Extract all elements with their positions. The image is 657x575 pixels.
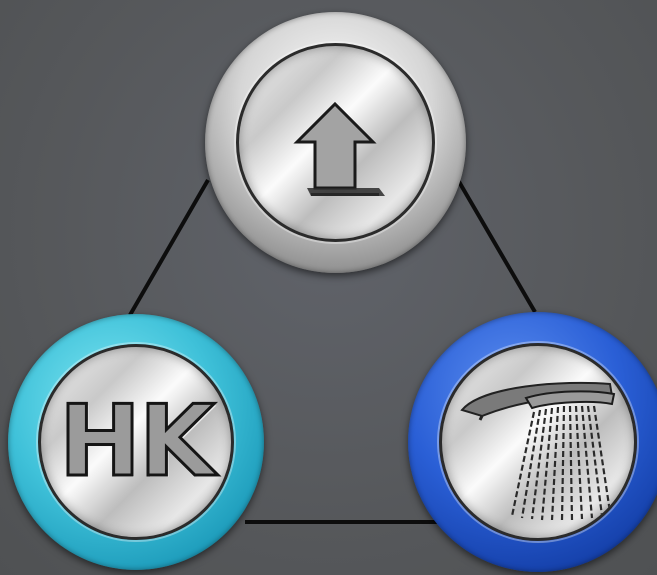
home-button-face (236, 43, 435, 242)
hk-label: HK (58, 384, 217, 501)
shower-button[interactable] (408, 312, 657, 572)
shower-head-icon (460, 381, 616, 521)
hk-button-face: HK (38, 344, 234, 540)
connector-home-hk (128, 178, 210, 317)
home-up-arrow-icon (293, 101, 385, 196)
home-button[interactable] (205, 12, 466, 273)
connector-home-shower (456, 178, 537, 314)
shower-button-face (439, 343, 637, 541)
hk-button[interactable]: HK (8, 314, 264, 570)
